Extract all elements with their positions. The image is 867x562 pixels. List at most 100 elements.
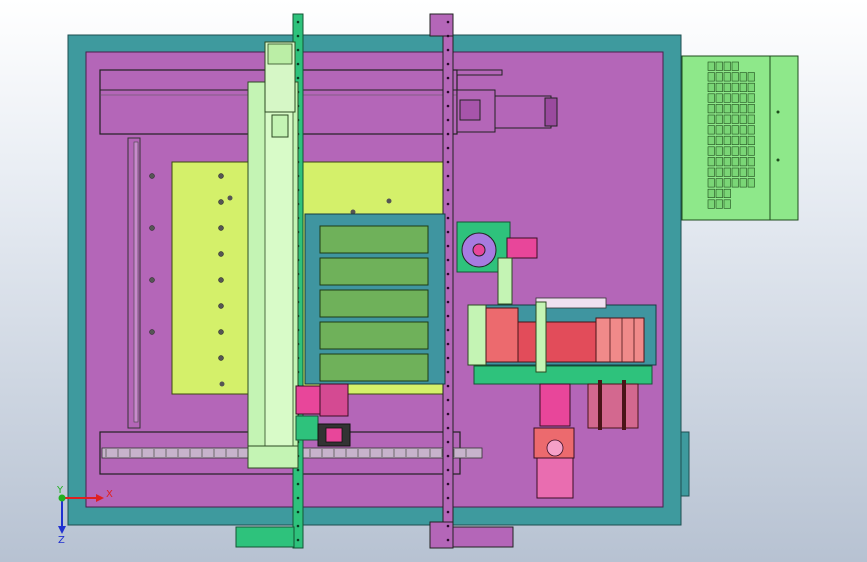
table-hole — [386, 198, 392, 204]
bottom-foot-green — [235, 526, 295, 548]
keyboard-key — [739, 146, 747, 156]
roller-drum-2 — [517, 321, 597, 363]
keyboard-key — [731, 93, 739, 103]
triad-y-label: Y — [56, 485, 64, 496]
rail-hole — [296, 538, 300, 542]
table-hole — [218, 355, 224, 361]
keyboard-key — [739, 114, 747, 124]
rail-hole — [446, 258, 450, 262]
rail-hole — [296, 482, 300, 486]
table-hole — [149, 329, 155, 335]
keyboard-key — [715, 82, 723, 92]
keyboard-key — [707, 104, 715, 114]
rail-hole — [446, 118, 450, 122]
keyboard-key — [715, 178, 723, 188]
rail-hole — [296, 524, 300, 528]
keyboard-key — [707, 72, 715, 82]
rail-right-bottom-cap — [429, 521, 454, 549]
tray-slot — [319, 289, 429, 318]
disc-bracket — [506, 237, 538, 259]
keyboard-key — [715, 188, 723, 198]
keyboard-key — [715, 167, 723, 177]
table-hole — [218, 251, 224, 257]
rail-hole — [446, 216, 450, 220]
keyboard-key — [723, 178, 731, 188]
table-hole — [218, 173, 224, 179]
keyboard-key — [747, 104, 755, 114]
gantry-drive-motor-cap — [325, 427, 343, 443]
keyboard-key — [739, 157, 747, 167]
rail-hole — [446, 146, 450, 150]
keyboard-key — [723, 72, 731, 82]
rail-hole — [446, 300, 450, 304]
lift-column — [587, 383, 639, 429]
bottom-foot-purple — [452, 526, 514, 548]
gantry-tool-block — [271, 114, 289, 138]
table-hole — [350, 209, 356, 215]
rail-hole — [446, 440, 450, 444]
keyboard-key — [707, 82, 715, 92]
keyboard-key — [747, 93, 755, 103]
roller-left-block — [467, 304, 487, 366]
rail-hole — [446, 384, 450, 388]
keyboard-key — [715, 72, 723, 82]
tray-slot — [319, 321, 429, 350]
keyboard-key — [715, 146, 723, 156]
rail-hole — [446, 104, 450, 108]
keyboard-key — [723, 146, 731, 156]
table-hole — [219, 381, 225, 387]
keyboard-key — [731, 104, 739, 114]
rail-hole — [296, 468, 300, 472]
rail-hole — [446, 244, 450, 248]
keyboard-key — [731, 114, 739, 124]
gantry-actuator-body — [319, 383, 349, 417]
table-hole — [218, 225, 224, 231]
keyboard-key — [707, 188, 715, 198]
roller-drum-1 — [485, 307, 519, 363]
keyboard-key — [723, 114, 731, 124]
rail-hole — [446, 482, 450, 486]
rail-hole — [446, 496, 450, 500]
triad-x-arrow — [96, 494, 104, 502]
keyboard-key — [715, 135, 723, 145]
lift-motor-body — [536, 457, 574, 499]
disc-shaft — [497, 257, 513, 305]
rail-hole — [446, 202, 450, 206]
keyboard-key — [707, 146, 715, 156]
disc-wheel-hub — [472, 243, 486, 257]
keyboard-key — [747, 72, 755, 82]
lift-column-rod-1 — [598, 380, 602, 430]
rail-hole — [446, 524, 450, 528]
gantry-actuator — [295, 385, 321, 415]
rail-hole — [446, 160, 450, 164]
rail-hole — [446, 188, 450, 192]
right-edge-bracket — [680, 431, 690, 497]
triad-x-label: X — [106, 489, 113, 500]
rail-hole — [446, 272, 450, 276]
keyboard-key — [715, 61, 723, 71]
keyboard-side-panel — [769, 55, 799, 221]
table-hole — [218, 199, 224, 205]
gantry-inner — [264, 109, 294, 461]
rail-hole — [296, 48, 300, 52]
keyboard-key — [739, 104, 747, 114]
keyboard-key — [747, 178, 755, 188]
keyboard-key — [715, 157, 723, 167]
keyboard-key — [747, 125, 755, 135]
keyboard-key — [739, 72, 747, 82]
keyboard-key — [739, 93, 747, 103]
rail-hole — [446, 62, 450, 66]
rail-hole — [446, 132, 450, 136]
table-hole — [149, 225, 155, 231]
keyboard-key — [723, 104, 731, 114]
roller-drum-3 — [595, 317, 645, 363]
rail-hole — [446, 538, 450, 542]
rail-hole — [296, 496, 300, 500]
keyboard-key — [731, 178, 739, 188]
keyboard-key — [707, 178, 715, 188]
keyboard-key — [739, 135, 747, 145]
keyboard-key — [723, 125, 731, 135]
keyboard-key — [723, 188, 731, 198]
keyboard-key — [707, 61, 715, 71]
